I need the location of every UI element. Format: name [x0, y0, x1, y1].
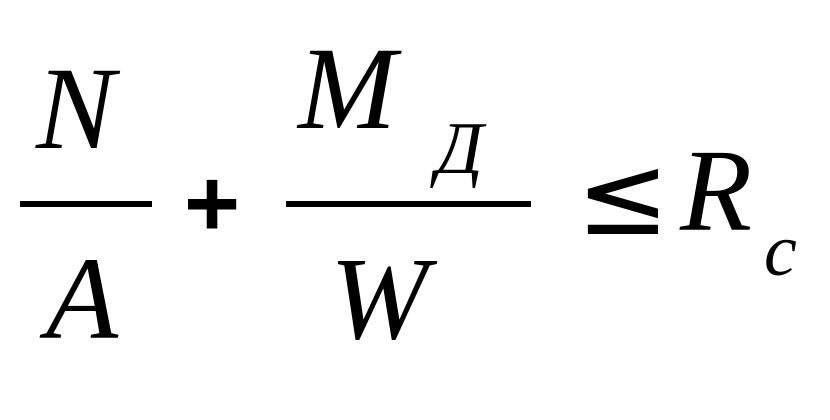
rhs-subscript: c — [764, 210, 797, 292]
less-or-equal-operator: ≤ — [576, 131, 670, 261]
fraction1-bar — [20, 201, 152, 207]
rhs-symbol: R — [680, 125, 753, 256]
fraction1-numerator: N — [36, 43, 115, 174]
fraction2-bar — [286, 201, 531, 207]
plus-operator: + — [184, 150, 241, 257]
fraction1-denominator: A — [46, 233, 119, 364]
fraction2-denominator: W — [330, 233, 429, 364]
fraction2-numerator: M — [298, 23, 397, 154]
fraction2-numerator-subscript: Д — [436, 108, 484, 190]
